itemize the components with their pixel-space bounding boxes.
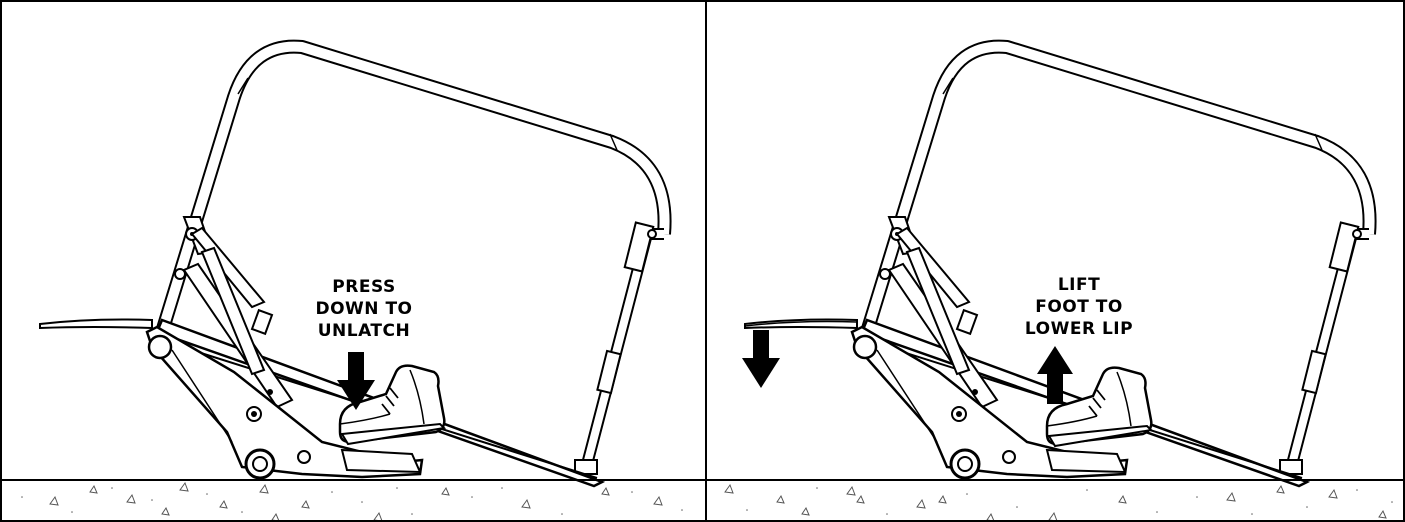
panel-lower-lip: LIFT FOOT TO LOWER LIP [707,2,1403,520]
mechanism-illustration [707,2,1403,520]
caption-line: DOWN TO [315,299,413,319]
lip-down-arrow-icon [742,330,780,388]
mechanism-illustration [2,2,705,520]
caption-line: LIFT [1057,275,1101,295]
caption-line: LOWER LIP [1024,319,1134,339]
up-arrow-icon [1037,346,1073,404]
caption-line: UNLATCH [317,321,411,341]
down-arrow-icon [337,352,375,410]
caption-unlatch: PRESS DOWN TO UNLATCH [294,276,434,342]
ground-texture [724,483,1387,520]
ground-texture [49,481,663,520]
caption-lower-lip: LIFT FOOT TO LOWER LIP [1014,274,1144,340]
panel-unlatch: PRESS DOWN TO UNLATCH [2,2,707,520]
caption-line: PRESS [332,277,396,297]
caption-line: FOOT TO [1035,297,1123,317]
